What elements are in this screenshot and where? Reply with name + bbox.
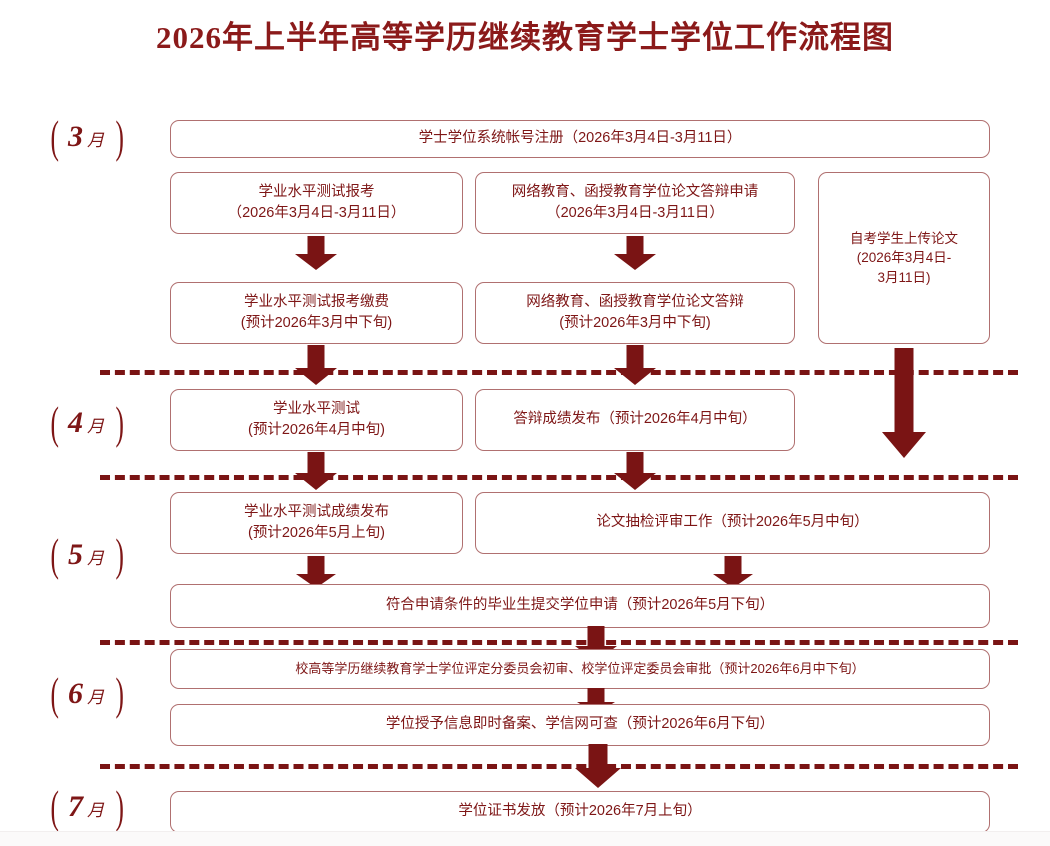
divider-march-april — [100, 370, 1018, 375]
box-thesis-defense-application[interactable]: 网络教育、函授教育学位论文答辩申请 （2026年3月4日-3月11日） — [475, 172, 795, 234]
box-academic-test-payment[interactable]: 学业水平测试报考缴费 (预计2026年3月中下旬) — [170, 282, 463, 344]
arrow-down-icon — [613, 236, 657, 270]
month-unit: 月 — [87, 416, 104, 436]
month-unit: 月 — [87, 800, 104, 820]
bracket-close-icon: ) — [115, 668, 124, 719]
bracket-open-icon: ( — [50, 781, 59, 832]
month-label-6: ( 6 月 ) — [22, 671, 152, 717]
bracket-close-icon: ) — [115, 529, 124, 580]
bracket-close-icon: ) — [115, 111, 124, 162]
divider-june-july — [100, 764, 1018, 769]
bracket-open-icon: ( — [50, 397, 59, 448]
box-certificate-issuance[interactable]: 学位证书发放（预计2026年7月上旬） — [170, 791, 990, 833]
bracket-close-icon: ) — [115, 781, 124, 832]
arrow-down-icon — [613, 345, 657, 385]
month-number: 5 — [68, 538, 83, 571]
box-degree-application-submission[interactable]: 符合申请条件的毕业生提交学位申请（预计2026年5月下旬） — [170, 584, 990, 628]
month-label-4: ( 4 月 ) — [22, 400, 152, 446]
month-number: 4 — [68, 406, 83, 439]
month-unit: 月 — [87, 687, 104, 707]
month-label-7: ( 7 月 ) — [22, 784, 152, 830]
month-number: 3 — [68, 120, 83, 153]
bracket-open-icon: ( — [50, 668, 59, 719]
month-unit: 月 — [87, 130, 104, 150]
box-degree-record-filing[interactable]: 学位授予信息即时备案、学信网可查（预计2026年6月下旬） — [170, 704, 990, 746]
box-committee-review-approval[interactable]: 校高等学历继续教育学士学位评定分委员会初审、校学位评定委员会审批（预计2026年… — [170, 649, 990, 689]
month-number: 7 — [68, 790, 83, 823]
box-academic-level-test[interactable]: 学业水平测试 (预计2026年4月中旬) — [170, 389, 463, 451]
month-unit: 月 — [87, 548, 104, 568]
month-number: 6 — [68, 677, 83, 710]
arrow-down-icon — [613, 452, 657, 490]
box-test-score-release[interactable]: 学业水平测试成绩发布 (预计2026年5月上旬) — [170, 492, 463, 554]
bracket-open-icon: ( — [50, 111, 59, 162]
month-label-3: ( 3 月 ) — [22, 114, 152, 160]
box-academic-test-application[interactable]: 学业水平测试报考 （2026年3月4日-3月11日） — [170, 172, 463, 234]
bracket-open-icon: ( — [50, 529, 59, 580]
box-self-study-thesis-upload[interactable]: 自考学生上传论文 (2026年3月4日- 3月11日) — [818, 172, 990, 344]
arrow-down-icon — [294, 236, 338, 270]
divider-may-june — [100, 640, 1018, 645]
month-label-5: ( 5 月 ) — [22, 532, 152, 578]
box-account-registration[interactable]: 学士学位系统帐号注册（2026年3月4日-3月11日） — [170, 120, 990, 158]
arrow-down-icon — [294, 452, 338, 490]
divider-april-may — [100, 475, 1018, 480]
arrow-down-icon — [294, 345, 338, 385]
bracket-close-icon: ) — [115, 397, 124, 448]
arrow-down-long-icon — [882, 348, 926, 458]
page-bottom-edge — [0, 831, 1050, 846]
box-thesis-defense[interactable]: 网络教育、函授教育学位论文答辩 (预计2026年3月中下旬) — [475, 282, 795, 344]
page-title: 2026年上半年高等学历继续教育学士学位工作流程图 — [156, 20, 894, 55]
arrow-down-icon — [574, 744, 622, 788]
box-defense-score-release[interactable]: 答辩成绩发布（预计2026年4月中旬） — [475, 389, 795, 451]
box-thesis-sampling-review[interactable]: 论文抽检评审工作（预计2026年5月中旬） — [475, 492, 990, 554]
